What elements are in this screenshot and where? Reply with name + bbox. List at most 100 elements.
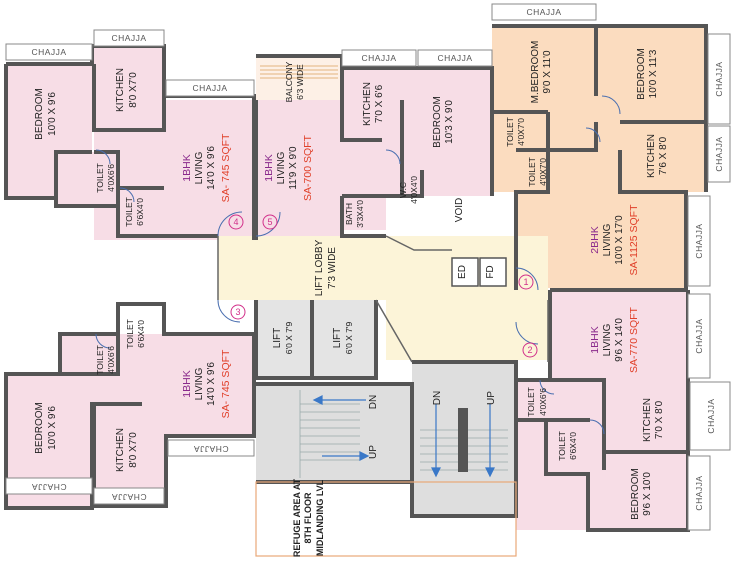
room-label: TOILET [95, 345, 105, 375]
wall [254, 300, 378, 380]
unit-area: SA- 745 SQFT [220, 133, 232, 202]
stair-dn-label: DN [432, 391, 443, 405]
room-fill [56, 152, 118, 206]
room-dim: 14'0 X 9'6 [206, 146, 217, 190]
room-dim: 14'0 X 9'6 [206, 362, 217, 406]
room-dim: 4'0X7'0 [538, 158, 548, 186]
wall [340, 68, 382, 142]
wall [4, 64, 218, 238]
chajja-label: CHAJJA [111, 33, 146, 43]
chajja-strip [687, 455, 711, 531]
unit-area: SA- 745 SQFT [220, 349, 232, 418]
unit-markers [228, 214, 538, 358]
refuge-area-outline [255, 481, 517, 557]
room-dim: 6'6X4'0 [135, 198, 145, 226]
room-fill [94, 48, 164, 130]
room-label: LIVING [276, 151, 287, 184]
void-label: VOID [454, 198, 465, 222]
room-fill [256, 100, 342, 240]
chajja-label: CHAJJA [714, 136, 724, 171]
unit-number: 2 [527, 345, 532, 355]
unit-number: 4 [233, 217, 238, 227]
lobby-outline [217, 235, 549, 363]
room-dim: 9'0 X 11'0 [542, 50, 553, 94]
lift-label: LIFT [272, 328, 283, 349]
room-fill [342, 68, 492, 196]
room-dim: 11'9 X 9'0 [288, 146, 299, 190]
wall [492, 24, 708, 192]
refuge-label: 8TH FLOOR [303, 492, 313, 543]
room-dim: 6'6X4'0 [568, 432, 578, 460]
unit-number: 5 [267, 217, 272, 227]
room-dim: 7'0 X 6'6 [374, 84, 385, 123]
wall [550, 150, 688, 292]
room-label: KITCHEN [362, 82, 373, 126]
room-label: KITCHEN [115, 428, 126, 472]
stair-up-label: UP [368, 445, 379, 459]
room-dim: 8'0 X7'0 [128, 432, 139, 468]
lift-dim: 6'0 X 7'9 [344, 321, 354, 354]
wall [514, 112, 550, 290]
wall [514, 290, 690, 532]
stair-arrows [312, 395, 495, 478]
room-dim: 10'0 X 9'6 [47, 92, 58, 136]
room-dim: 6'3 WIDE [295, 64, 305, 100]
room-dim: 10'0 X 9'6 [47, 406, 58, 450]
unit-number: 1 [523, 277, 528, 287]
room-dim: 4'0X6'6 [106, 164, 116, 192]
unit-number: 3 [235, 307, 240, 317]
chajja-strip [5, 43, 93, 61]
chajja-label: CHAJJA [111, 492, 146, 502]
lobby-label: LIFT LOBBY [314, 239, 325, 296]
room-label: LIVING [602, 323, 613, 356]
room-label: TOILET [527, 157, 537, 187]
balcony-hatch [260, 65, 338, 79]
room-label: BEDROOM [636, 48, 647, 100]
room-dim: 4'0X7'0 [516, 118, 526, 146]
wall [54, 150, 92, 198]
unit-type: 1BHK [589, 326, 601, 353]
room-label: KITCHEN [642, 398, 653, 442]
room-dim: 3'3X4'0 [355, 200, 365, 228]
room-fill [550, 290, 688, 380]
room-dim: 4'0X6'6 [538, 388, 548, 416]
wall [550, 378, 606, 470]
room-label: BEDROOM [34, 88, 45, 140]
unit-area: SA-1125 SQFT [628, 204, 640, 276]
fd-label: FD [485, 265, 496, 278]
room-dim: 10'0 X 17'0 [614, 215, 625, 265]
door-swings [95, 95, 621, 435]
room-fill [386, 300, 548, 360]
room-label: M.BEDROOM [530, 41, 541, 104]
unit-type: 1BHK [181, 154, 193, 181]
unit-area: SA-700 SQFT [302, 134, 314, 201]
room-label: W.C [398, 182, 408, 198]
room-label: KITCHEN [646, 134, 657, 178]
room-label: TOILET [125, 319, 135, 349]
shaft [479, 257, 507, 287]
lobby-dim: 7'3 WIDE [327, 247, 338, 289]
chajja-strip [5, 477, 93, 495]
wall [92, 64, 166, 132]
chajja-strip [93, 29, 165, 47]
unit-area: SA-770 SQFT [628, 306, 640, 373]
chajja-label: CHAJJA [192, 83, 227, 93]
stair-up-label: UP [486, 391, 497, 405]
chajja-strip [165, 79, 255, 97]
refuge-label: REFUGE AREA AT [292, 478, 302, 557]
room-label: TOILET [95, 163, 105, 193]
room-label: LIVING [602, 223, 613, 256]
stair-well [458, 408, 468, 472]
room-dim: 7'0 X 8'0 [654, 400, 665, 439]
room-dim: 10'0 X 11'3 [648, 49, 659, 98]
ed-label: ED [457, 265, 468, 279]
room-label: LIVING [194, 151, 205, 184]
chajja-label: CHAJJA [694, 223, 704, 258]
chajja-strip [491, 3, 597, 21]
room-fill [164, 100, 254, 240]
wall [4, 302, 256, 510]
chajja-strip [167, 439, 255, 457]
chajja-label: CHAJJA [694, 318, 704, 353]
room-fill [342, 196, 386, 230]
